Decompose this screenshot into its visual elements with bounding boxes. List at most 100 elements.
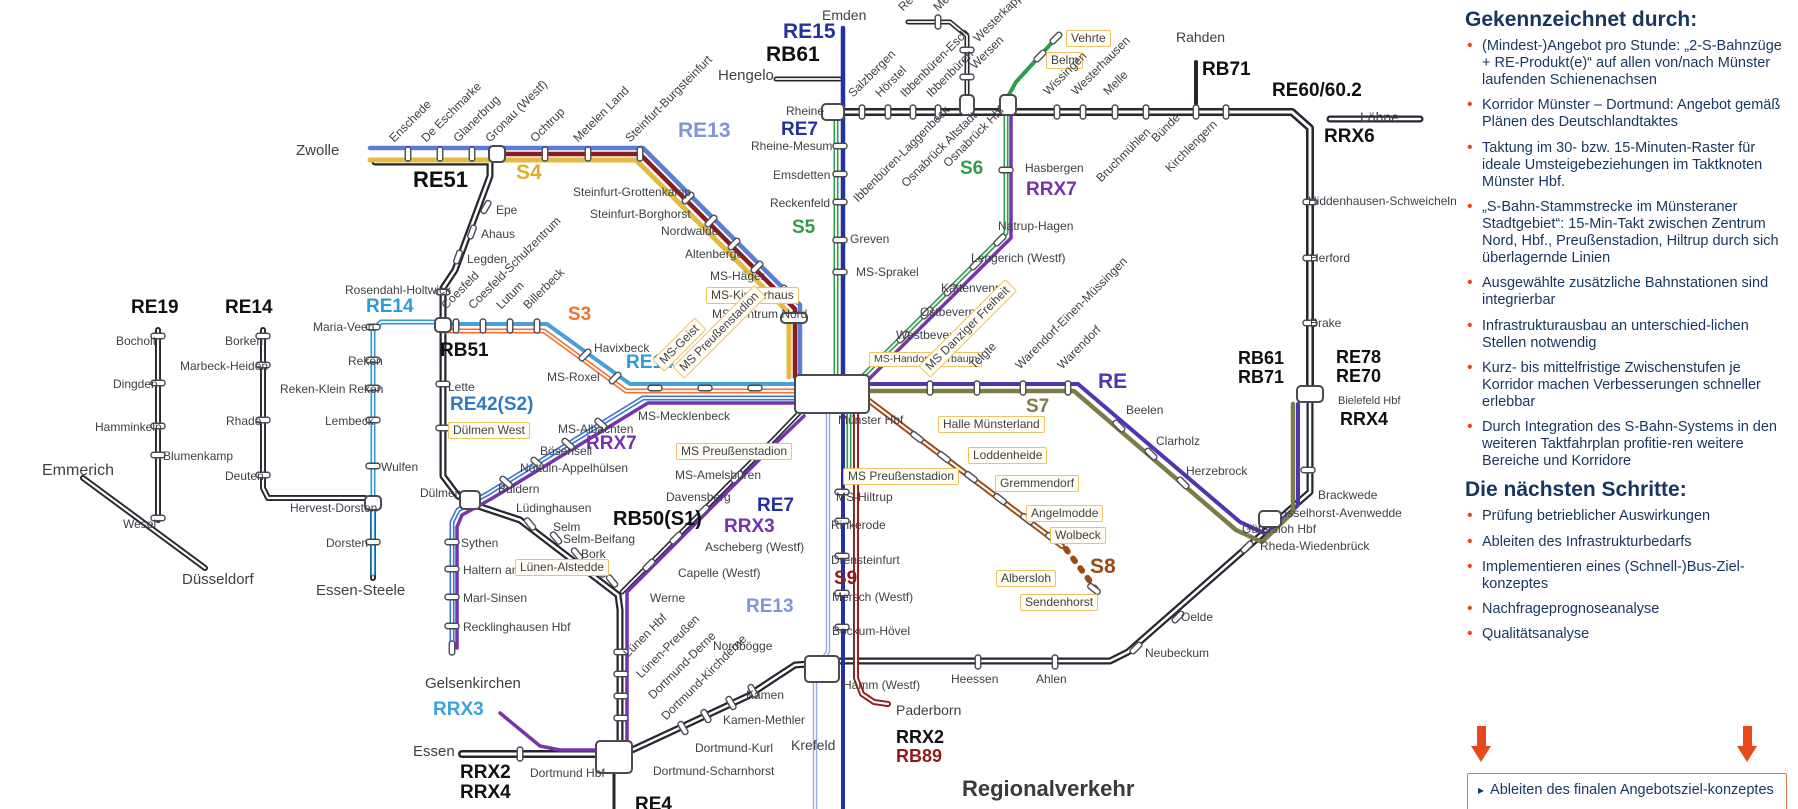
station-marker <box>1222 104 1230 120</box>
station-label: Steinfurt-Borghorst <box>590 207 691 221</box>
station-marker <box>993 492 1007 506</box>
station-marker <box>834 488 850 496</box>
station-label: Beelen <box>1126 403 1164 417</box>
station-marker <box>365 323 381 331</box>
station-label: Hamminkeln <box>95 420 162 434</box>
station-marker <box>608 371 622 385</box>
station-label: Heessen <box>951 672 999 686</box>
station-marker <box>747 384 763 392</box>
station-marker <box>150 514 166 522</box>
station-marker <box>642 558 656 572</box>
station-label: Wolbeck <box>1050 527 1106 544</box>
station-label: Ochtrup <box>527 104 568 145</box>
station-label: Gütersloh Hbf <box>1242 522 1317 536</box>
station-label: Gelsenkirchen <box>425 675 521 692</box>
rail-line-S7-olive <box>865 388 1296 545</box>
station-marker <box>696 504 710 518</box>
station-label: Rheda-Wiedenbrück <box>1260 539 1370 553</box>
line-label: RE7 <box>781 119 818 140</box>
station-marker <box>834 589 850 597</box>
station-label: Oelde <box>1181 610 1214 624</box>
station-marker <box>255 361 271 369</box>
panel-heading-characteristics: Gekennzeichnet durch: <box>1465 8 1698 31</box>
station-marker <box>365 416 381 424</box>
line-label: RE14 <box>225 297 273 318</box>
rail-line-RRX7-ne <box>864 108 1013 384</box>
station-label: Dingden <box>113 377 158 391</box>
line-label: S6 <box>960 158 984 179</box>
station-marker <box>832 142 848 150</box>
station-label: Havixbeck <box>594 341 650 355</box>
station-marker <box>884 104 892 120</box>
triangle-bullet-icon: ▸ <box>1478 783 1485 797</box>
station-marker <box>468 146 476 162</box>
station-marker <box>516 746 524 762</box>
station-label: Werne <box>650 591 686 605</box>
station-label: Isselhorst-Avenwedde <box>1284 506 1402 520</box>
station-label: Düsseldorf <box>182 571 254 588</box>
station-marker <box>1192 104 1200 120</box>
station-label: Hengelo <box>718 67 774 84</box>
station-label: Herzebrock <box>1186 464 1248 478</box>
station-label: Paderborn <box>896 702 962 718</box>
station-label: Zwolle <box>296 142 340 159</box>
station-label: Bork <box>581 547 606 561</box>
station-label: Altenberge <box>685 247 744 261</box>
station-marker <box>365 384 381 392</box>
line-label: RRX7 <box>586 433 637 454</box>
rail-line-emmerich-duesseldorf-center <box>81 476 207 570</box>
station-label: Kamen-Methler <box>723 713 806 727</box>
station-label: Löhne <box>1360 109 1399 125</box>
station-marker <box>858 104 866 120</box>
station-label: Davensberg <box>666 490 731 504</box>
station-label: Clarholz <box>1156 434 1201 448</box>
station-marker <box>150 379 166 387</box>
final-step-box: ▸Ableiten des finalen Angebotsziel-konze… <box>1467 773 1787 809</box>
station-label: Billerbeck <box>520 265 568 312</box>
station-label: Blumenkamp <box>163 449 234 463</box>
station-label: Nordbögge <box>713 639 773 653</box>
line-label: RE78 <box>1336 347 1382 367</box>
station-marker <box>561 437 575 451</box>
station-label: Ascheberg (Westf) <box>705 540 805 554</box>
station-marker <box>365 538 381 546</box>
station-label: Halle Münsterland <box>938 416 1045 433</box>
rail-line-S6-green-center <box>860 99 1007 379</box>
rail-line-RE51-RB51-center <box>373 160 492 504</box>
station-label: Dortmund Hbf <box>530 766 605 780</box>
station-label: Rinkerode <box>831 518 886 532</box>
line-label: Regionalverkehr <box>962 776 1135 801</box>
station-label: Bockum-Hövel <box>832 624 911 638</box>
line-label: RB61 <box>766 43 820 66</box>
station-marker <box>1112 419 1126 433</box>
station-label: Essen-Steele <box>316 582 406 599</box>
station-marker <box>747 683 759 699</box>
station-label: Reken <box>348 354 383 368</box>
interchange-station <box>488 145 506 163</box>
station-label: Dortmund-Scharnhorst <box>653 764 775 778</box>
bullet-item: Ausgewählte zusätzliche Bahnstationen si… <box>1465 274 1790 309</box>
interchange-station <box>1296 385 1324 403</box>
bullet-item: Prüfung betrieblicher Auswirkungen <box>1465 507 1790 526</box>
line-label: RE13 <box>678 119 731 142</box>
station-marker <box>1240 540 1254 554</box>
interchange-station <box>459 490 481 510</box>
station-label: Rheine-Mesum <box>751 139 833 153</box>
interchange-station <box>595 740 633 774</box>
line-label: RE70 <box>1336 366 1382 386</box>
station-marker <box>727 237 741 251</box>
station-marker <box>255 416 271 424</box>
station-marker <box>1171 610 1185 624</box>
station-marker <box>647 384 663 392</box>
line-label: S5 <box>792 217 816 238</box>
station-label: MS-Albachten <box>558 422 634 436</box>
station-marker <box>943 283 957 297</box>
station-label: Steinfurt-Grottenkamp <box>573 185 692 199</box>
bullet-item: (Mindest-)Angebot pro Stunde: „2-S-Bahnz… <box>1465 37 1790 89</box>
station-marker <box>613 714 629 722</box>
station-marker <box>467 224 477 240</box>
line-label: RRX3 <box>724 516 775 537</box>
station-marker <box>499 475 513 489</box>
interchange-station <box>1258 510 1282 528</box>
